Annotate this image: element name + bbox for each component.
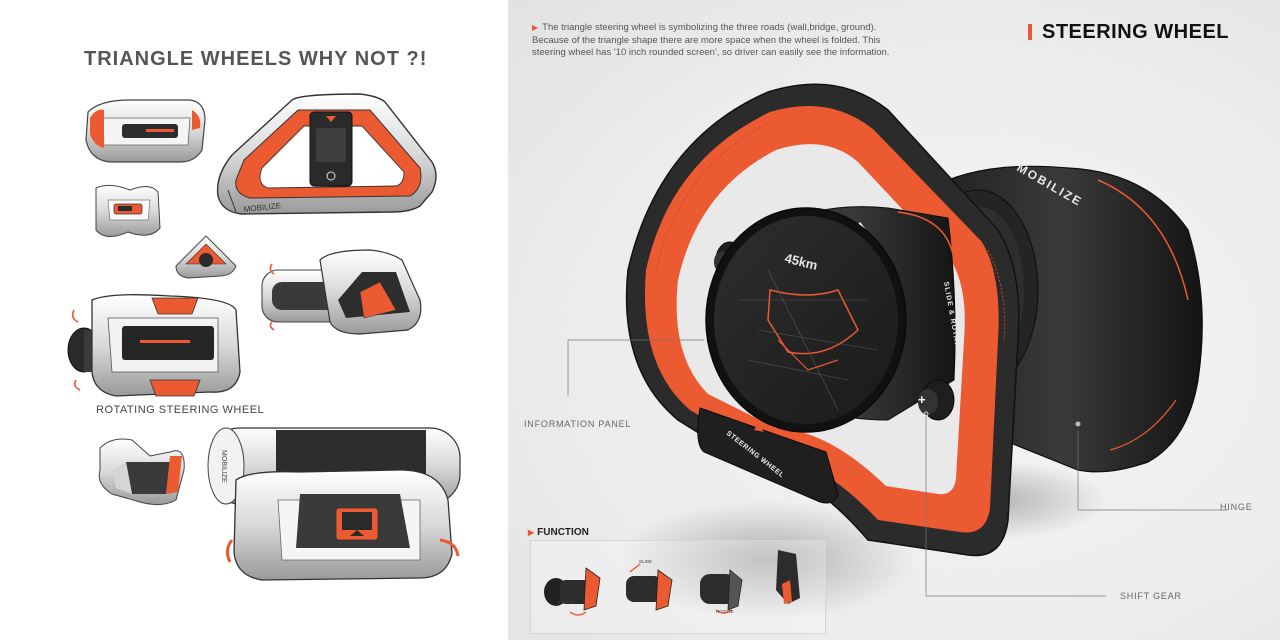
panel-arrow-icon — [754, 424, 764, 432]
sketch-wheel-folded — [95, 184, 161, 237]
sketch-wheel-mobilize: MOBILIZE — [207, 427, 461, 581]
sketch-title: TRIANGLE WHEELS WHY NOT ?! — [84, 48, 428, 70]
function-step-4 — [776, 550, 800, 604]
function-illustrations — [544, 550, 800, 616]
callout-shift-gear: SHIFT GEAR — [1120, 591, 1182, 601]
title-accent-bar — [1028, 24, 1032, 40]
plus-symbol: + — [918, 392, 926, 407]
sketch-wheel-wide — [85, 99, 206, 163]
sketch-wheel-triangle: MOBILIZE — [216, 93, 437, 215]
svg-text:MOBILIZE: MOBILIZE — [220, 450, 227, 483]
sketch-wheel-rotating — [67, 294, 241, 397]
intro-text: The triangle steering wheel is symbolizi… — [532, 22, 890, 58]
callout-hinge: HINGE — [1220, 502, 1253, 512]
function-step-1 — [544, 567, 601, 616]
page-title: STEERING WHEEL — [1042, 21, 1230, 43]
function-heading: ▶FUNCTION — [528, 527, 589, 538]
function-label-slide: SLIDE — [639, 559, 653, 564]
callout-information-panel: INFORMATION PANEL — [524, 419, 632, 429]
information-screen: 45km — [705, 207, 907, 433]
function-label-rotate-2: ROTATE — [716, 609, 734, 614]
function-label-rotate-1: ROTATE — [557, 600, 575, 605]
sketch-panel: TRIANGLE WHEELS WHY NOT ?! — [0, 0, 508, 640]
function-arrow-icon: ▶ — [528, 528, 535, 537]
function-step-2 — [626, 563, 673, 611]
function-title: FUNCTION — [537, 527, 589, 538]
ground-shadow — [618, 500, 918, 620]
render-panel: ▶The triangle steering wheel is symboliz… — [508, 0, 1280, 640]
intro-description: ▶The triangle steering wheel is symboliz… — [532, 22, 912, 60]
sketch-illustrations: MOBILIZE — [67, 93, 461, 581]
sketch-wheel-knob — [175, 235, 237, 279]
intro-arrow-icon: ▶ — [532, 23, 539, 32]
function-step-3 — [700, 569, 743, 614]
sketch-brand-label: MOBILIZE — [243, 201, 281, 214]
plus-knob[interactable]: + — [918, 379, 955, 421]
sketch-wheel-slide — [261, 249, 422, 335]
callout-lines — [567, 339, 1228, 597]
sketch-wheel-u — [98, 438, 185, 506]
steering-wheel-render: MOBILIZE SLIDE & ROTATE − + — [567, 83, 1228, 620]
caption-rotating-steering-wheel: ROTATING STEERING WHEEL — [96, 404, 265, 416]
